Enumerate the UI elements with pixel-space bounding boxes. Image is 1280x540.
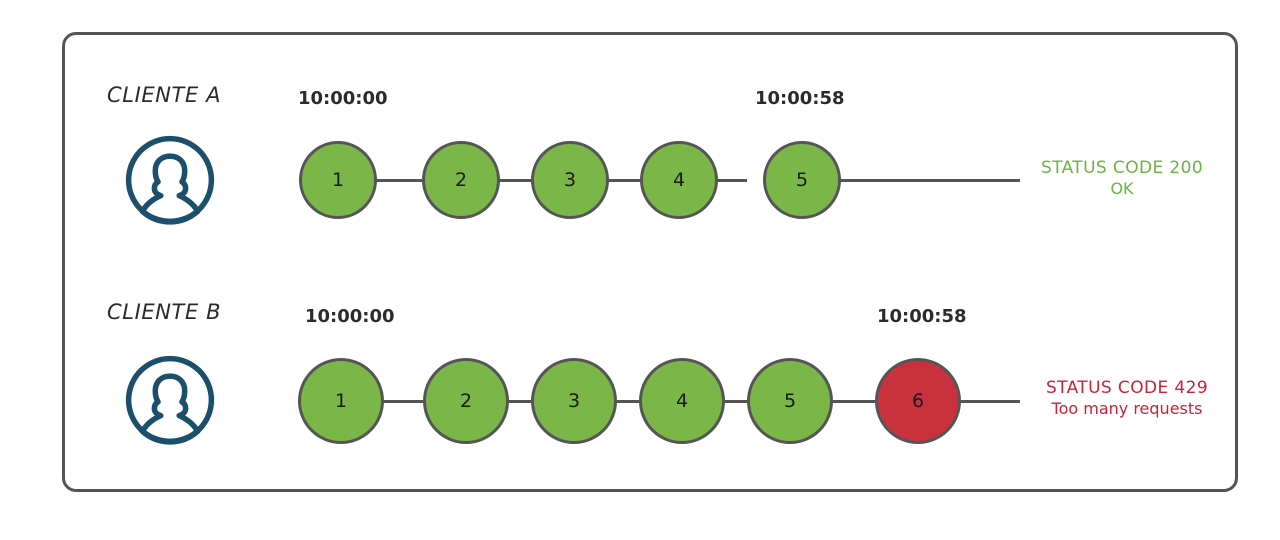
request-node[interactable]: 2 xyxy=(423,358,509,444)
connector-b-1 xyxy=(375,400,433,403)
request-node[interactable]: 3 xyxy=(531,141,609,219)
client-b-end-time: 10:00:58 xyxy=(877,306,967,327)
client-b-status-code: STATUS CODE 429 xyxy=(1045,378,1209,398)
connector-b-3 xyxy=(591,400,649,403)
connector-a-1 xyxy=(370,179,438,182)
client-a-end-time: 10:00:58 xyxy=(755,88,845,109)
request-node[interactable]: 4 xyxy=(639,358,725,444)
request-node[interactable]: 3 xyxy=(531,358,617,444)
request-node[interactable]: 1 xyxy=(298,358,384,444)
connector-a-to-status xyxy=(782,179,1020,182)
client-b-start-time: 10:00:00 xyxy=(305,306,395,327)
client-b-label: CLIENTE B xyxy=(107,300,222,324)
user-avatar-icon xyxy=(124,134,216,226)
connector-b-5 xyxy=(807,400,875,403)
connector-a-2 xyxy=(473,179,541,182)
request-node[interactable]: 5 xyxy=(763,141,841,219)
client-a-status-badge: STATUS CODE 200 OK xyxy=(1022,158,1222,199)
client-a-label: CLIENTE A xyxy=(107,83,222,107)
connector-b-2 xyxy=(483,400,541,403)
connector-a-3 xyxy=(576,179,644,182)
request-node[interactable]: 4 xyxy=(640,141,718,219)
request-node[interactable]: 1 xyxy=(299,141,377,219)
client-a-start-time: 10:00:00 xyxy=(298,88,388,109)
client-a-status-code: STATUS CODE 200 xyxy=(1040,158,1204,178)
request-node[interactable]: 2 xyxy=(422,141,500,219)
connector-b-to-status xyxy=(958,400,1020,403)
connector-b-4 xyxy=(699,400,757,403)
request-node[interactable]: 5 xyxy=(747,358,833,444)
user-avatar-icon xyxy=(124,354,216,446)
request-node-rejected[interactable]: 6 xyxy=(875,358,961,444)
client-b-status-text: Too many requests xyxy=(1051,399,1203,419)
client-b-status-badge: STATUS CODE 429 Too many requests xyxy=(1022,378,1232,419)
client-a-status-text: OK xyxy=(1110,179,1134,199)
